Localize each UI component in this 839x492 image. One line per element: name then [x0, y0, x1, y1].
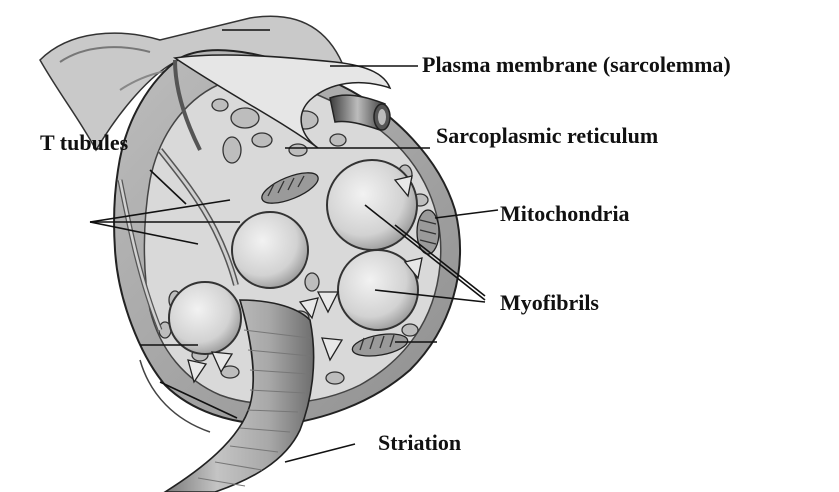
label-striation: Striation [378, 430, 461, 455]
label-sarcoplasmic-reticulum: Sarcoplasmic reticulum [436, 123, 658, 148]
myofibril [232, 212, 308, 288]
label-myofibrils: Myofibrils [500, 290, 599, 315]
mitochondrion [417, 210, 439, 254]
label-t-tubules: T tubules [40, 130, 129, 155]
label-plasma-membrane: Plasma membrane (sarcolemma) [422, 52, 731, 77]
label-mitochondria: Mitochondria [500, 201, 630, 226]
myofibril [169, 282, 241, 354]
myofibril [327, 160, 417, 250]
fiber-illustration [40, 16, 460, 492]
leader-striation [285, 444, 355, 462]
